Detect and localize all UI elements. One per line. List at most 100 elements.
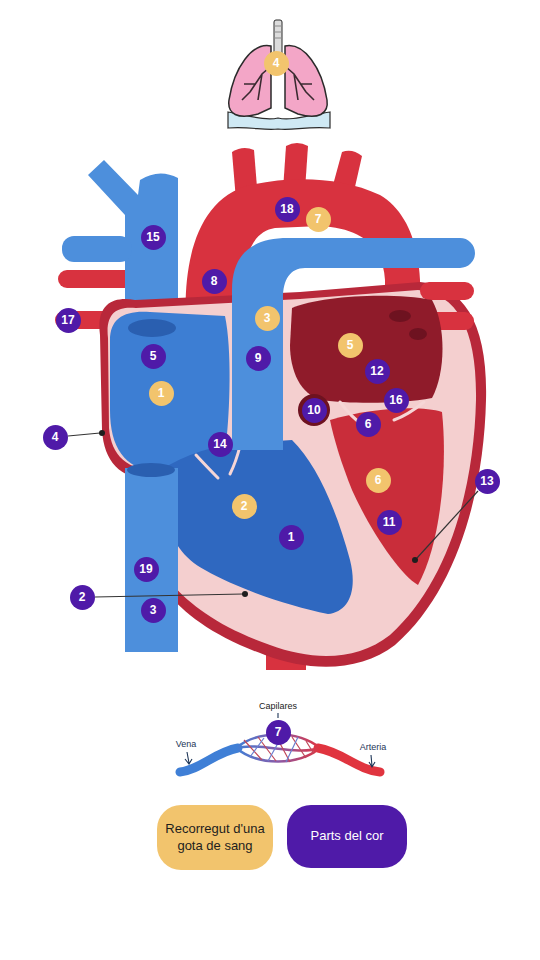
callout-number: 11 [383,516,396,528]
badge-fill [302,398,327,423]
legend-text: Recorregut d'una gota de sang [165,821,265,854]
badge-fill [275,197,300,222]
callout-number: 3 [264,312,271,324]
callout-number: 15 [146,231,159,243]
pulmonary-vein [420,282,474,300]
blood-path-badge: 1 [149,381,174,406]
callout-number: 19 [139,563,152,575]
badge-fill [279,525,304,550]
badge-fill [141,225,166,250]
callout-number: 5 [150,350,157,362]
callout-number: 12 [370,365,383,377]
callout-number: 5 [347,339,354,351]
part-number-badge: 5 [141,344,166,369]
badge-fill [70,585,95,610]
leader-dot [99,430,105,436]
leader-dot [412,557,418,563]
callout-number: 1 [288,531,295,543]
artery-tube [318,748,380,772]
part-number-badge: 13 [475,469,500,494]
callout-number: 13 [480,475,493,487]
pointer-arrow [369,755,375,767]
badge-fill [246,346,271,371]
callout-number: 4 [273,57,280,69]
callout-number: 9 [255,352,262,364]
part-number-badge: 8 [202,269,227,294]
part-number-badge: 14 [208,432,233,457]
badge-fill [338,333,363,358]
badge-fill [202,269,227,294]
part-number-badge: 19 [134,557,159,582]
callout-number: 6 [365,418,372,430]
legend-text: Parts del cor [311,828,384,844]
callout-number: 3 [150,604,157,616]
legend-swatch: Recorregut d'una gota de sang [157,805,273,870]
vein-tube [180,748,238,772]
capillaries-icon [180,713,380,772]
myocardium [108,290,476,656]
part-number-badge: 17 [56,308,81,333]
badge-fill [377,510,402,535]
mitral-valve [340,402,424,424]
part-number-badge: 6 [356,412,381,437]
blood-path-badge: 7 [306,207,331,232]
badge-fill [475,469,500,494]
left-ventricle [330,408,444,585]
badge-fill [134,557,159,582]
callout-number: 7 [275,726,282,738]
callout-number: 8 [211,275,218,287]
leader-lines [68,430,478,597]
part-number-badge: 3 [141,598,166,623]
pulmonary-artery [232,238,475,450]
vein-opening [128,319,176,337]
part-number-badge: 9 [246,346,271,371]
callout-number: 18 [280,203,293,215]
badge-fill [266,720,291,745]
callout-number: 17 [61,314,74,326]
badge-fill [43,425,68,450]
badge-fill [384,388,409,413]
vessel-label: Arteria [360,742,387,753]
leader-line [417,491,478,558]
vein-opening [127,463,175,477]
part-number-badge: 10 [302,398,327,423]
vein-branch [62,236,132,262]
lung-lobe [229,46,271,117]
heart-wall [99,282,486,667]
badge-fill [366,468,391,493]
callout-number: 1 [158,387,165,399]
part-number-badge: 15 [141,225,166,250]
heart-body [99,238,486,667]
blood-path-badge: 6 [366,468,391,493]
badge-fill [356,412,381,437]
callout-number: 16 [389,394,402,406]
badge-fill [56,308,81,333]
callout-number: 10 [307,404,320,416]
leader-line [95,594,243,597]
left-atrium [290,296,443,403]
callout-number: 14 [213,438,226,450]
badge-fill [365,359,390,384]
inferior-vena-cava [125,468,178,652]
pointer-arrow [185,752,192,764]
badge-fill [232,494,257,519]
part-number-badge: 4 [43,425,68,450]
vessel-label: Vena [176,739,197,750]
vein-opening [409,328,427,340]
part-number-badge: 18 [275,197,300,222]
badge-fill [264,51,289,76]
part-number-badge: 11 [377,510,402,535]
blood-path-badge: 5 [338,333,363,358]
lung-lobe [285,46,327,117]
callout-number: 2 [241,500,248,512]
part-number-badge: 2 [70,585,95,610]
lungs-icon [228,20,330,129]
callout-number: 7 [315,213,322,225]
legend-swatch: Parts del cor [287,805,407,868]
blood-path-badge: 3 [255,306,280,331]
part-number-badge: 1 [279,525,304,550]
leader-line [68,433,100,436]
